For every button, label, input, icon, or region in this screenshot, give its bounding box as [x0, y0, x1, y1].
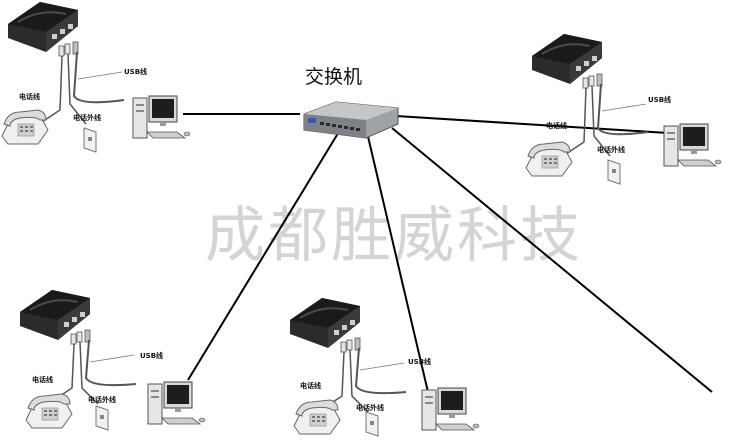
computer	[421, 387, 480, 431]
switch-label: 交换机	[305, 66, 362, 88]
label-usb-line: USB线	[648, 95, 671, 104]
telephone	[1, 109, 49, 145]
telephone	[293, 399, 341, 435]
label-phone-line: 电话线	[32, 375, 53, 384]
station-top-right: 电话线 USB线 电话外线	[525, 33, 722, 185]
telephone	[25, 393, 73, 429]
wall-jack	[607, 159, 621, 185]
label-ext-line: 电话外线	[73, 113, 101, 122]
wall-jack	[365, 411, 379, 437]
network-switch	[303, 101, 399, 139]
station-bottom-middle: 电话线 USB线 电话外线	[289, 297, 480, 437]
network-cables	[183, 113, 713, 393]
cable-bottom-middle	[365, 127, 429, 393]
wall-jack	[83, 127, 97, 153]
watermark-text: 成都胜威科技	[205, 201, 583, 271]
computer	[132, 95, 191, 139]
wall-jack	[95, 405, 109, 431]
label-phone-line: 电话线	[19, 92, 40, 101]
label-phone-line: 电话线	[546, 121, 567, 130]
station-top-left: 电话线 USB线 电话外线	[1, 1, 191, 153]
cable-bottom-left	[187, 129, 341, 381]
label-usb-line: USB线	[124, 67, 147, 76]
computer	[147, 381, 206, 425]
station-bottom-left: 电话线 USB线 电话外线	[19, 289, 206, 431]
cable-top-right	[395, 115, 669, 134]
label-usb-line: USB线	[408, 357, 431, 366]
label-usb-line: USB线	[140, 351, 163, 360]
connector-plugs	[70, 329, 91, 345]
telephone	[525, 141, 573, 177]
connector-plugs	[58, 41, 79, 57]
computer	[663, 123, 722, 167]
label-phone-line: 电话线	[300, 381, 321, 390]
connector-plugs	[340, 337, 361, 353]
connector-plugs	[582, 73, 603, 89]
label-ext-line: 电话外线	[356, 403, 384, 412]
label-ext-line: 电话外线	[597, 145, 625, 154]
label-ext-line: 电话外线	[88, 395, 116, 404]
cable-far-right	[391, 127, 713, 393]
